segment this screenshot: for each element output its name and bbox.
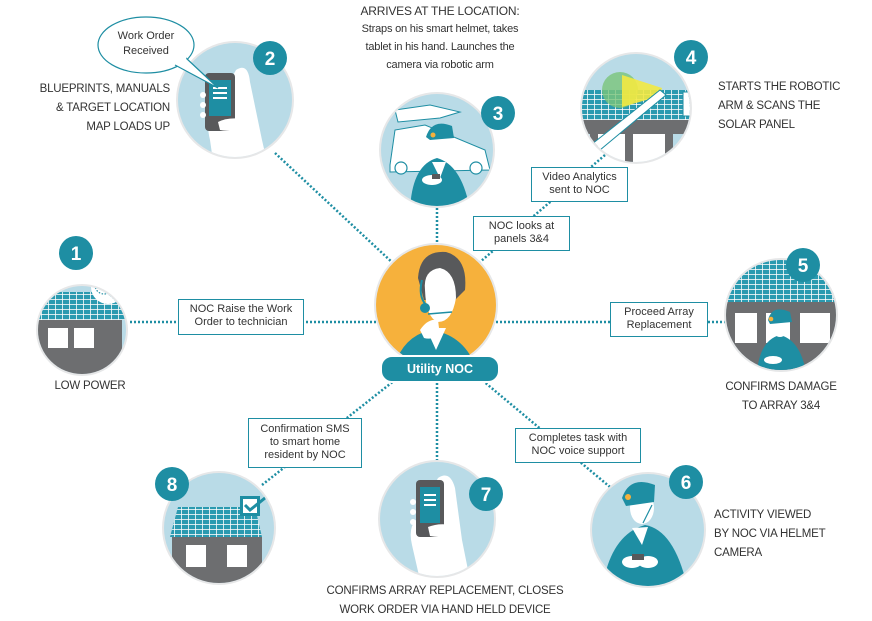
step-7-caption-line: WORK ORDER VIA HAND HELD DEVICE: [339, 604, 551, 616]
step-4-illustration: [580, 52, 692, 164]
step-1-badge: 1: [59, 236, 93, 270]
step-3-caption-line: camera via robotic arm: [386, 59, 494, 71]
step-8-number: 8: [167, 475, 178, 496]
step-6-badge: 6: [669, 465, 703, 499]
step-4-number: 4: [686, 48, 697, 69]
step-5-number: 5: [798, 256, 809, 277]
step-2-caption-line: BLUEPRINTS, MANUALS: [39, 83, 171, 95]
work-order-bubble-shape: [97, 16, 219, 89]
step-3-illustration: [379, 92, 495, 208]
step-3-caption-title: ARRIVES AT THE LOCATION:: [360, 4, 520, 18]
step-5-caption-line: TO ARRAY 3&4: [741, 400, 821, 412]
step-5-caption: CONFIRMS DAMAGE TO ARRAY 3&4: [711, 378, 851, 416]
noc-operator-illustration: [374, 243, 498, 367]
step-1-number: 1: [71, 244, 82, 265]
step-6-caption-line: ACTIVITY VIEWED: [714, 509, 812, 521]
step-3-caption-line: tablet in his hand. Launches the: [365, 41, 515, 53]
utility-noc-label: Utility NOC: [380, 355, 500, 383]
step-7-illustration: [378, 460, 496, 578]
connector-label-line: panels 3&4: [493, 233, 550, 245]
connector-2: [274, 152, 396, 266]
work-order-bubble: Work Order Received: [100, 29, 192, 59]
step-4-caption-line: ARM & SCANS THE: [718, 100, 821, 112]
step-2-caption: BLUEPRINTS, MANUALS & TARGET LOCATION MA…: [20, 80, 171, 137]
step-4-caption-line: STARTS THE ROBOTIC: [718, 81, 841, 93]
connector-label-line: Video Analytics: [542, 171, 617, 183]
step-2-caption-line: MAP LOADS UP: [86, 121, 170, 133]
step-3-caption-line: Straps on his smart helmet, takes: [361, 23, 519, 35]
step-4-caption-line: SOLAR PANEL: [718, 119, 795, 131]
step-7-caption-line: CONFIRMS ARRAY REPLACEMENT, CLOSES: [326, 585, 564, 597]
connector-label-step1: NOC Raise the Work Order to technician: [178, 299, 304, 335]
connector-label-line: Replacement: [626, 319, 692, 331]
step-2-badge: 2: [253, 41, 287, 75]
step-1-caption: LOW POWER: [40, 377, 140, 396]
step-2-number: 2: [265, 49, 276, 70]
connector-label-step4b: NOC looks at panels 3&4: [473, 216, 570, 251]
step-5-badge: 5: [786, 248, 820, 282]
connector-label-line: Proceed Array: [624, 306, 694, 318]
step-7-badge: 7: [469, 477, 503, 511]
step-6-number: 6: [681, 473, 692, 494]
step-6-caption-line: CAMERA: [714, 547, 763, 559]
step-6-illustration: [590, 472, 706, 588]
bubble-line-2: Received: [123, 45, 169, 57]
connector-label-line: NOC Raise the Work: [189, 303, 293, 315]
step-1-caption-line: LOW POWER: [54, 380, 126, 392]
connector-label-line: sent to NOC: [549, 184, 610, 196]
step-8-illustration: [162, 471, 276, 585]
step-2-illustration: [176, 41, 294, 159]
step-3-caption: ARRIVES AT THE LOCATION: Straps on his s…: [340, 2, 540, 74]
connector-label-line: resident by NOC: [264, 449, 346, 461]
connector-label-step4a: Video Analytics sent to NOC: [531, 167, 628, 202]
step-3-number: 3: [493, 104, 504, 125]
bubble-line-1: Work Order: [117, 30, 175, 42]
step-2-caption-line: & TARGET LOCATION: [56, 102, 170, 114]
connector-label-step6: Completes task with NOC voice support: [515, 428, 641, 463]
step-6-caption-line: BY NOC VIA HELMET: [714, 528, 826, 540]
step-4-badge: 4: [674, 40, 708, 74]
step-7-number: 7: [481, 485, 492, 506]
step-3-badge: 3: [481, 96, 515, 130]
step-8-badge: 8: [155, 467, 189, 501]
connector-label-line: Order to technician: [194, 316, 288, 328]
step-6-caption: ACTIVITY VIEWED BY NOC VIA HELMET CAMERA: [714, 506, 864, 563]
connector-label-line: Completes task with: [528, 432, 628, 444]
step-7-caption: CONFIRMS ARRAY REPLACEMENT, CLOSES WORK …: [310, 582, 580, 620]
connector-label-step5: Proceed Array Replacement: [610, 302, 708, 337]
connector-label-line: NOC looks at: [488, 220, 555, 232]
step-1-illustration: [36, 284, 128, 376]
connector-label-step8: Confirmation SMS to smart home resident …: [248, 418, 362, 468]
connector-label-line: to smart home: [269, 436, 341, 448]
step-5-illustration: [724, 258, 838, 372]
connector-label-line: NOC voice support: [531, 445, 625, 457]
step-5-caption-line: CONFIRMS DAMAGE: [725, 381, 837, 393]
step-4-caption: STARTS THE ROBOTIC ARM & SCANS THE SOLAR…: [718, 78, 868, 135]
connector-label-line: Confirmation SMS: [260, 423, 350, 435]
